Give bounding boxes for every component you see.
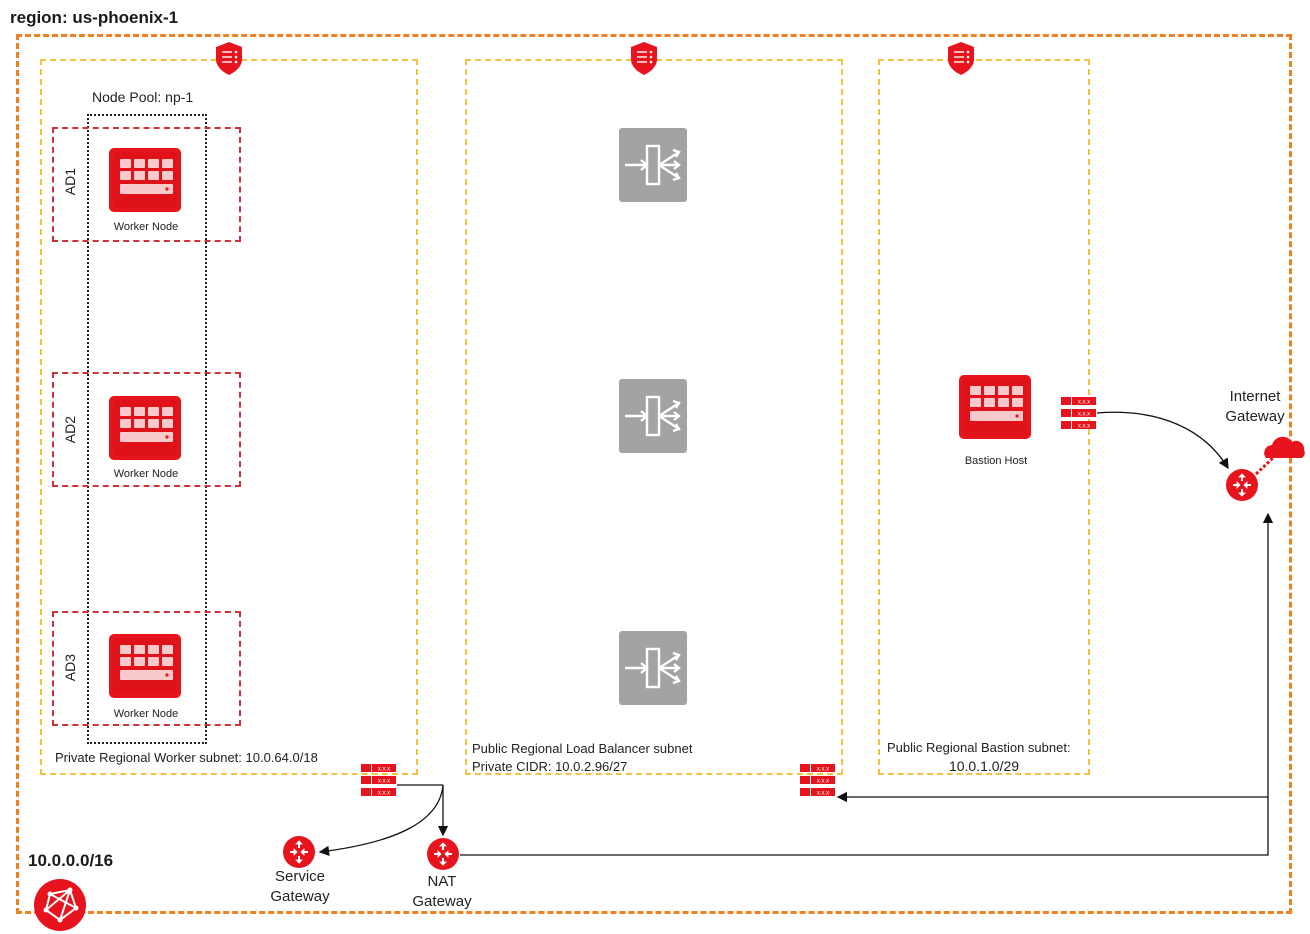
vcn-cidr-label: 10.0.0.0/16 [28,851,114,870]
worker-node-icon-2 [109,396,181,460]
load-balancer-icon-2 [617,377,689,455]
load-balancer-icon-1 [617,126,689,204]
security-list-icon-worker [215,41,243,76]
bastion-subnet-label-2: 10.0.1.0/29 [948,758,1020,774]
node-pool-box [87,114,207,744]
nat-to-internet-line [460,512,1274,856]
node-pool-label: Node Pool: np-1 [92,89,194,105]
internet-link [1254,453,1278,476]
service-gateway-icon [282,835,316,869]
worker-subnet-label: Private Regional Worker subnet: 10.0.64.… [55,750,318,765]
worker-node-label-3: Worker Node [113,708,179,720]
internet-gateway-label-line2: Gateway [1225,408,1285,425]
region-title: region: us-phoenix-1 [10,8,179,27]
nat-gateway-icon [426,837,460,871]
route-table-icon-bastion [1061,397,1096,430]
internet-gateway-label: Internet Gateway [1215,387,1295,427]
route-table-icon-lb [800,764,835,797]
bastion-subnet-label-1: Public Regional Bastion subnet: [887,740,1071,755]
bastion-host-icon [959,375,1031,439]
vcn-boundary [16,34,1292,914]
ad1-box [52,127,241,242]
nat-gateway-label: NAT Gateway [402,872,482,912]
internet-cloud-icon [1264,436,1305,458]
service-gateway-label-line1: Service [274,868,326,885]
service-gateway-label: Service Gateway [260,867,340,907]
worker-node-label-1: Worker Node [113,221,179,233]
worker-node-icon-3 [109,634,181,698]
worker-node-label-2: Worker Node [113,468,179,480]
ad3-box [52,611,241,726]
nat-gateway-label-line2: Gateway [412,893,472,910]
load-balancer-icon-3 [617,629,689,707]
internet-gateway-icon [1225,468,1259,502]
lb-subnet-label-1: Public Regional Load Balancer subnet [472,741,693,756]
lb-subnet-label-2: Private CIDR: 10.0.2.96/27 [472,759,628,774]
internet-gateway-label-line1: Internet [1229,388,1281,405]
security-list-icon-lb [630,41,658,76]
bastion-to-internet-route [1096,411,1229,470]
nat-gateway-label-line1: NAT [427,873,457,890]
bastion-host-label: Bastion Host [964,455,1028,467]
service-gateway-label-line2: Gateway [270,888,330,905]
security-list-icon-bastion [947,41,975,76]
vcn-icon [34,879,86,931]
route-table-icon-worker [361,764,396,797]
ad2-box [52,372,241,487]
worker-node-icon-1 [109,148,181,212]
route-to-service-gateway [318,784,444,857]
